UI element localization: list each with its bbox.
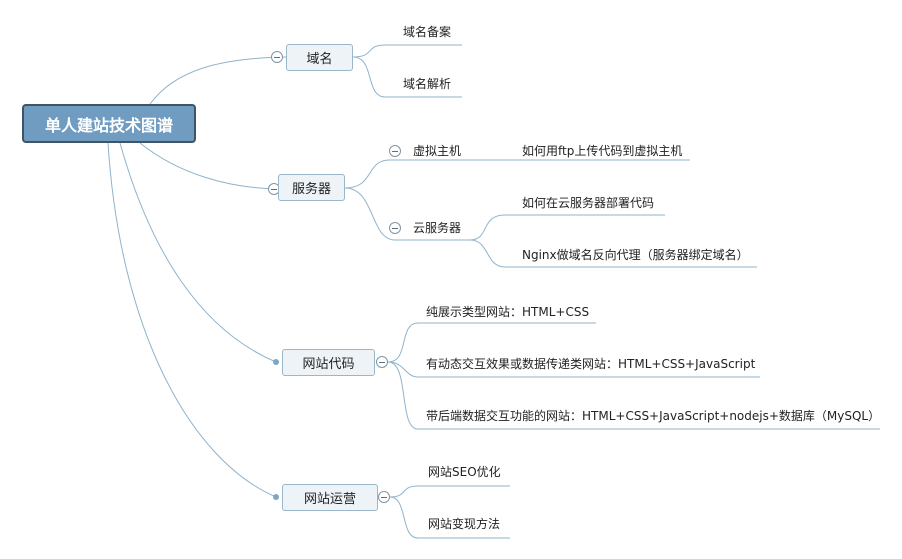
branch-node-website-ops[interactable]: 网站运营 (282, 484, 378, 511)
connector-dot-icon (273, 359, 279, 365)
leaf-node[interactable]: 网站变现方法 (428, 517, 501, 531)
leaf-node[interactable]: 网站SEO优化 (428, 465, 501, 479)
collapse-toggle-icon[interactable] (271, 51, 283, 63)
branch-node-domain[interactable]: 域名 (286, 44, 353, 71)
root-node[interactable]: 单人建站技术图谱 (22, 104, 196, 143)
leaf-node[interactable]: 域名备案 (403, 25, 452, 39)
leaf-node[interactable]: 如何用ftp上传代码到虚拟主机 (522, 144, 683, 158)
collapse-toggle-icon[interactable] (389, 145, 401, 157)
leaf-node-virtual-host[interactable]: 虚拟主机 (413, 144, 462, 158)
leaf-node-cloud-server[interactable]: 云服务器 (413, 221, 462, 235)
collapse-toggle-icon[interactable] (378, 491, 390, 503)
branch-node-website-code[interactable]: 网站代码 (282, 349, 375, 376)
collapse-toggle-icon[interactable] (376, 356, 388, 368)
connector-dot-icon (273, 494, 279, 500)
leaf-node[interactable]: 带后端数据交互功能的网站：HTML+CSS+JavaScript+nodejs+… (426, 409, 881, 423)
leaf-node[interactable]: 域名解析 (403, 77, 452, 91)
leaf-node[interactable]: Nginx做域名反向代理（服务器绑定域名） (522, 248, 749, 262)
collapse-toggle-icon[interactable] (389, 222, 401, 234)
leaf-node[interactable]: 如何在云服务器部署代码 (522, 196, 655, 210)
branch-node-server[interactable]: 服务器 (278, 174, 345, 201)
leaf-node[interactable]: 纯展示类型网站：HTML+CSS (426, 305, 590, 319)
leaf-node[interactable]: 有动态交互效果或数据传递类网站：HTML+CSS+JavaScript (426, 357, 756, 371)
